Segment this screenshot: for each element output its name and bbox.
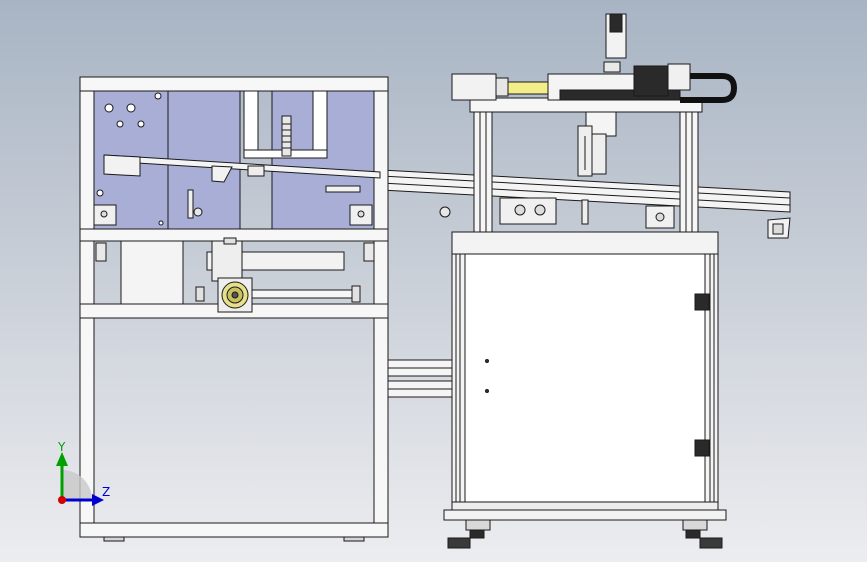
servo-motor [451,73,497,101]
left-machine [79,76,389,542]
connecting-rails [387,359,453,398]
right-machine [439,13,738,549]
coordinate-triad [56,452,104,506]
cabinet-door [464,253,706,503]
axis-y-label: Y [58,440,66,454]
axis-z-label: Z [102,485,111,499]
